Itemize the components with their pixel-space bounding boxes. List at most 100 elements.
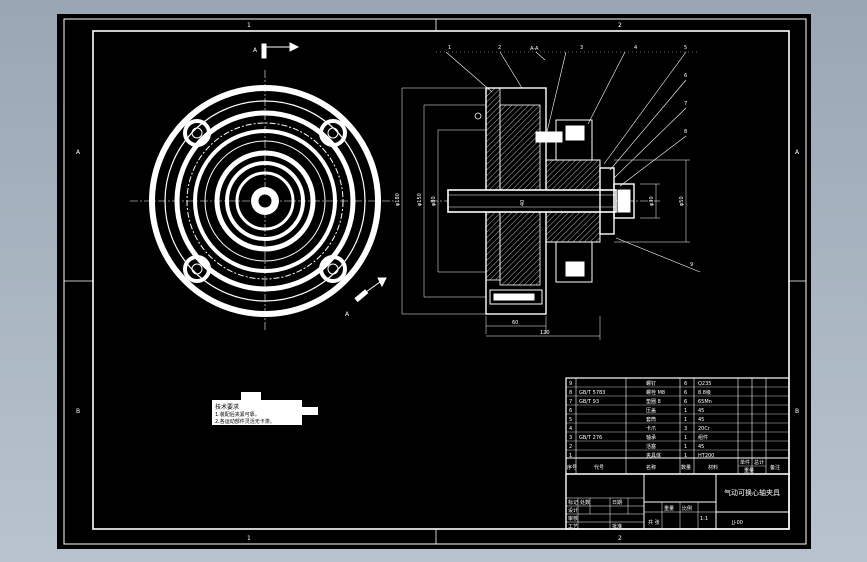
bom-cell: 5 [569, 417, 572, 423]
outer-frame [63, 18, 807, 545]
bom-cell: 压盖 [646, 407, 656, 414]
leader-5: 5 [684, 45, 687, 51]
zone-row-right-b: B [795, 408, 799, 415]
bom-cell: 套筒 [646, 416, 656, 423]
section-marker-bottom: A [345, 311, 350, 318]
section-arrow-top [261, 42, 300, 59]
leader-7: 7 [684, 101, 687, 107]
title-date-label: 日期 [612, 500, 622, 506]
bom-cell: GB/T 276 [579, 435, 602, 441]
leader-2: 2 [498, 45, 501, 51]
title-design-label: 设计 [568, 507, 578, 514]
dim-d4: 40 [520, 200, 526, 206]
zone-row-right-a: A [795, 149, 800, 156]
bom-cell: 1 [684, 408, 687, 414]
bom-header: 名称 [646, 464, 656, 471]
bom-cell: GB/T 5783 [579, 390, 605, 396]
leader-6: 6 [684, 73, 687, 79]
section-title: A-A [530, 46, 539, 52]
bom-cell: 螺钉 [646, 380, 656, 387]
title-approve-label: 批准 [612, 523, 622, 530]
bom-cell: 1 [684, 417, 687, 423]
bom-header: 总计 [754, 459, 764, 466]
bom-rows: 9 螺钉 6 Q235 8 GB/T 5783 螺栓 M8 6 8.8级 7 G… [567, 380, 780, 474]
bom-cell: 45 [698, 444, 704, 450]
bom-header: 备注 [770, 464, 780, 471]
bom-cell: 9 [569, 381, 572, 387]
drawing-sheet [57, 14, 811, 549]
bom-cell: 6 [569, 408, 572, 414]
bom-cell: 6 [684, 399, 687, 405]
zone-col-top-1: 1 [247, 22, 251, 29]
title-block [565, 473, 790, 530]
tech-heading: 技术要求 [215, 403, 239, 411]
bom-cell: 垫圈 8 [646, 398, 661, 405]
bom-cell: GB/T 93 [579, 399, 599, 405]
tech-line-2: 2.各运动部件灵活无卡滞。 [215, 418, 275, 425]
title-sheet-label: 共 张 [648, 519, 660, 526]
tech-requirements: 技术要求 1.装配后夹紧可靠。 2.各运动部件灵活无卡滞。 [212, 392, 318, 425]
bom-cell: 1 [684, 453, 687, 459]
dim-d3: φ80 [431, 196, 437, 206]
leader-4: 4 [634, 45, 637, 51]
bom-cell: HT200 [698, 453, 714, 459]
drawing-title: 气动可换心轴夹具 [724, 488, 780, 497]
bom-cell: 1 [569, 453, 572, 459]
title-qty-label: 处数 [580, 499, 590, 506]
bom-cell: 6 [684, 390, 687, 396]
zone-row-left-b: B [76, 408, 80, 415]
title-process-label: 工艺 [568, 524, 578, 530]
leader-8: 8 [684, 129, 687, 135]
zone-col-bottom-1: 1 [247, 535, 251, 542]
bom-header: 重量 [744, 467, 754, 474]
bom-header: 单件 [740, 459, 750, 466]
bom-cell: 轴承 [646, 434, 656, 441]
dim-d5: φ30 [649, 196, 655, 206]
inner-frame [92, 30, 790, 530]
bom-header: 代号 [594, 464, 604, 471]
zone-col-top-2: 2 [618, 22, 622, 29]
drawing-number: JJ-00 [731, 520, 743, 526]
dim-l2: 120 [540, 330, 550, 336]
leader-9: 9 [690, 262, 693, 268]
bom-cell: 20Cr [698, 426, 711, 432]
zone-col-bottom-2: 2 [618, 535, 622, 542]
dim-d2: φ150 [417, 193, 423, 206]
leader-1: 1 [448, 45, 451, 51]
bom-header: 序号 [567, 464, 577, 471]
tech-line-1: 1.装配后夹紧可靠。 [215, 411, 260, 418]
section-view [401, 51, 701, 340]
bom-cell: 2 [569, 444, 572, 450]
bom-cell: 7 [569, 399, 572, 405]
bom-cell: 4 [569, 426, 572, 432]
bom-cell: 45 [698, 417, 704, 423]
dim-d6: φ50 [679, 196, 685, 206]
title-mark-label: 标记 [568, 499, 578, 506]
title-check-label: 审核 [568, 515, 578, 522]
bom-cell: 3 [569, 435, 572, 441]
bom-cell: 45 [698, 408, 704, 414]
end-view [130, 70, 395, 330]
section-marker-top: A [253, 47, 258, 54]
title-weight-label: 重量 [664, 505, 674, 512]
bom-cell: Q235 [698, 381, 711, 387]
bom-cell: 3 [684, 426, 687, 432]
title-scale-label: 比例 [682, 505, 692, 512]
section-arrow-bottom [354, 277, 387, 303]
bom-cell: 1 [684, 444, 687, 450]
bom-cell: 8 [569, 390, 572, 396]
bom-cell: 65Mn [698, 399, 712, 405]
bom-cell: 卡爪 [646, 425, 656, 432]
bom-header: 材料 [708, 464, 718, 471]
leader-3: 3 [580, 45, 583, 51]
bom-cell: 活塞 [646, 443, 656, 450]
dim-d1: φ180 [395, 193, 401, 206]
bom-cell: 夹具体 [646, 452, 661, 459]
bom-cell: 6 [684, 381, 687, 387]
bom-cell: 1 [684, 435, 687, 441]
bom-cell: 组件 [698, 434, 708, 441]
bom-cell: 8.8级 [698, 389, 711, 396]
zone-ticks [64, 19, 806, 544]
title-scale-value: 1:1 [700, 516, 708, 522]
